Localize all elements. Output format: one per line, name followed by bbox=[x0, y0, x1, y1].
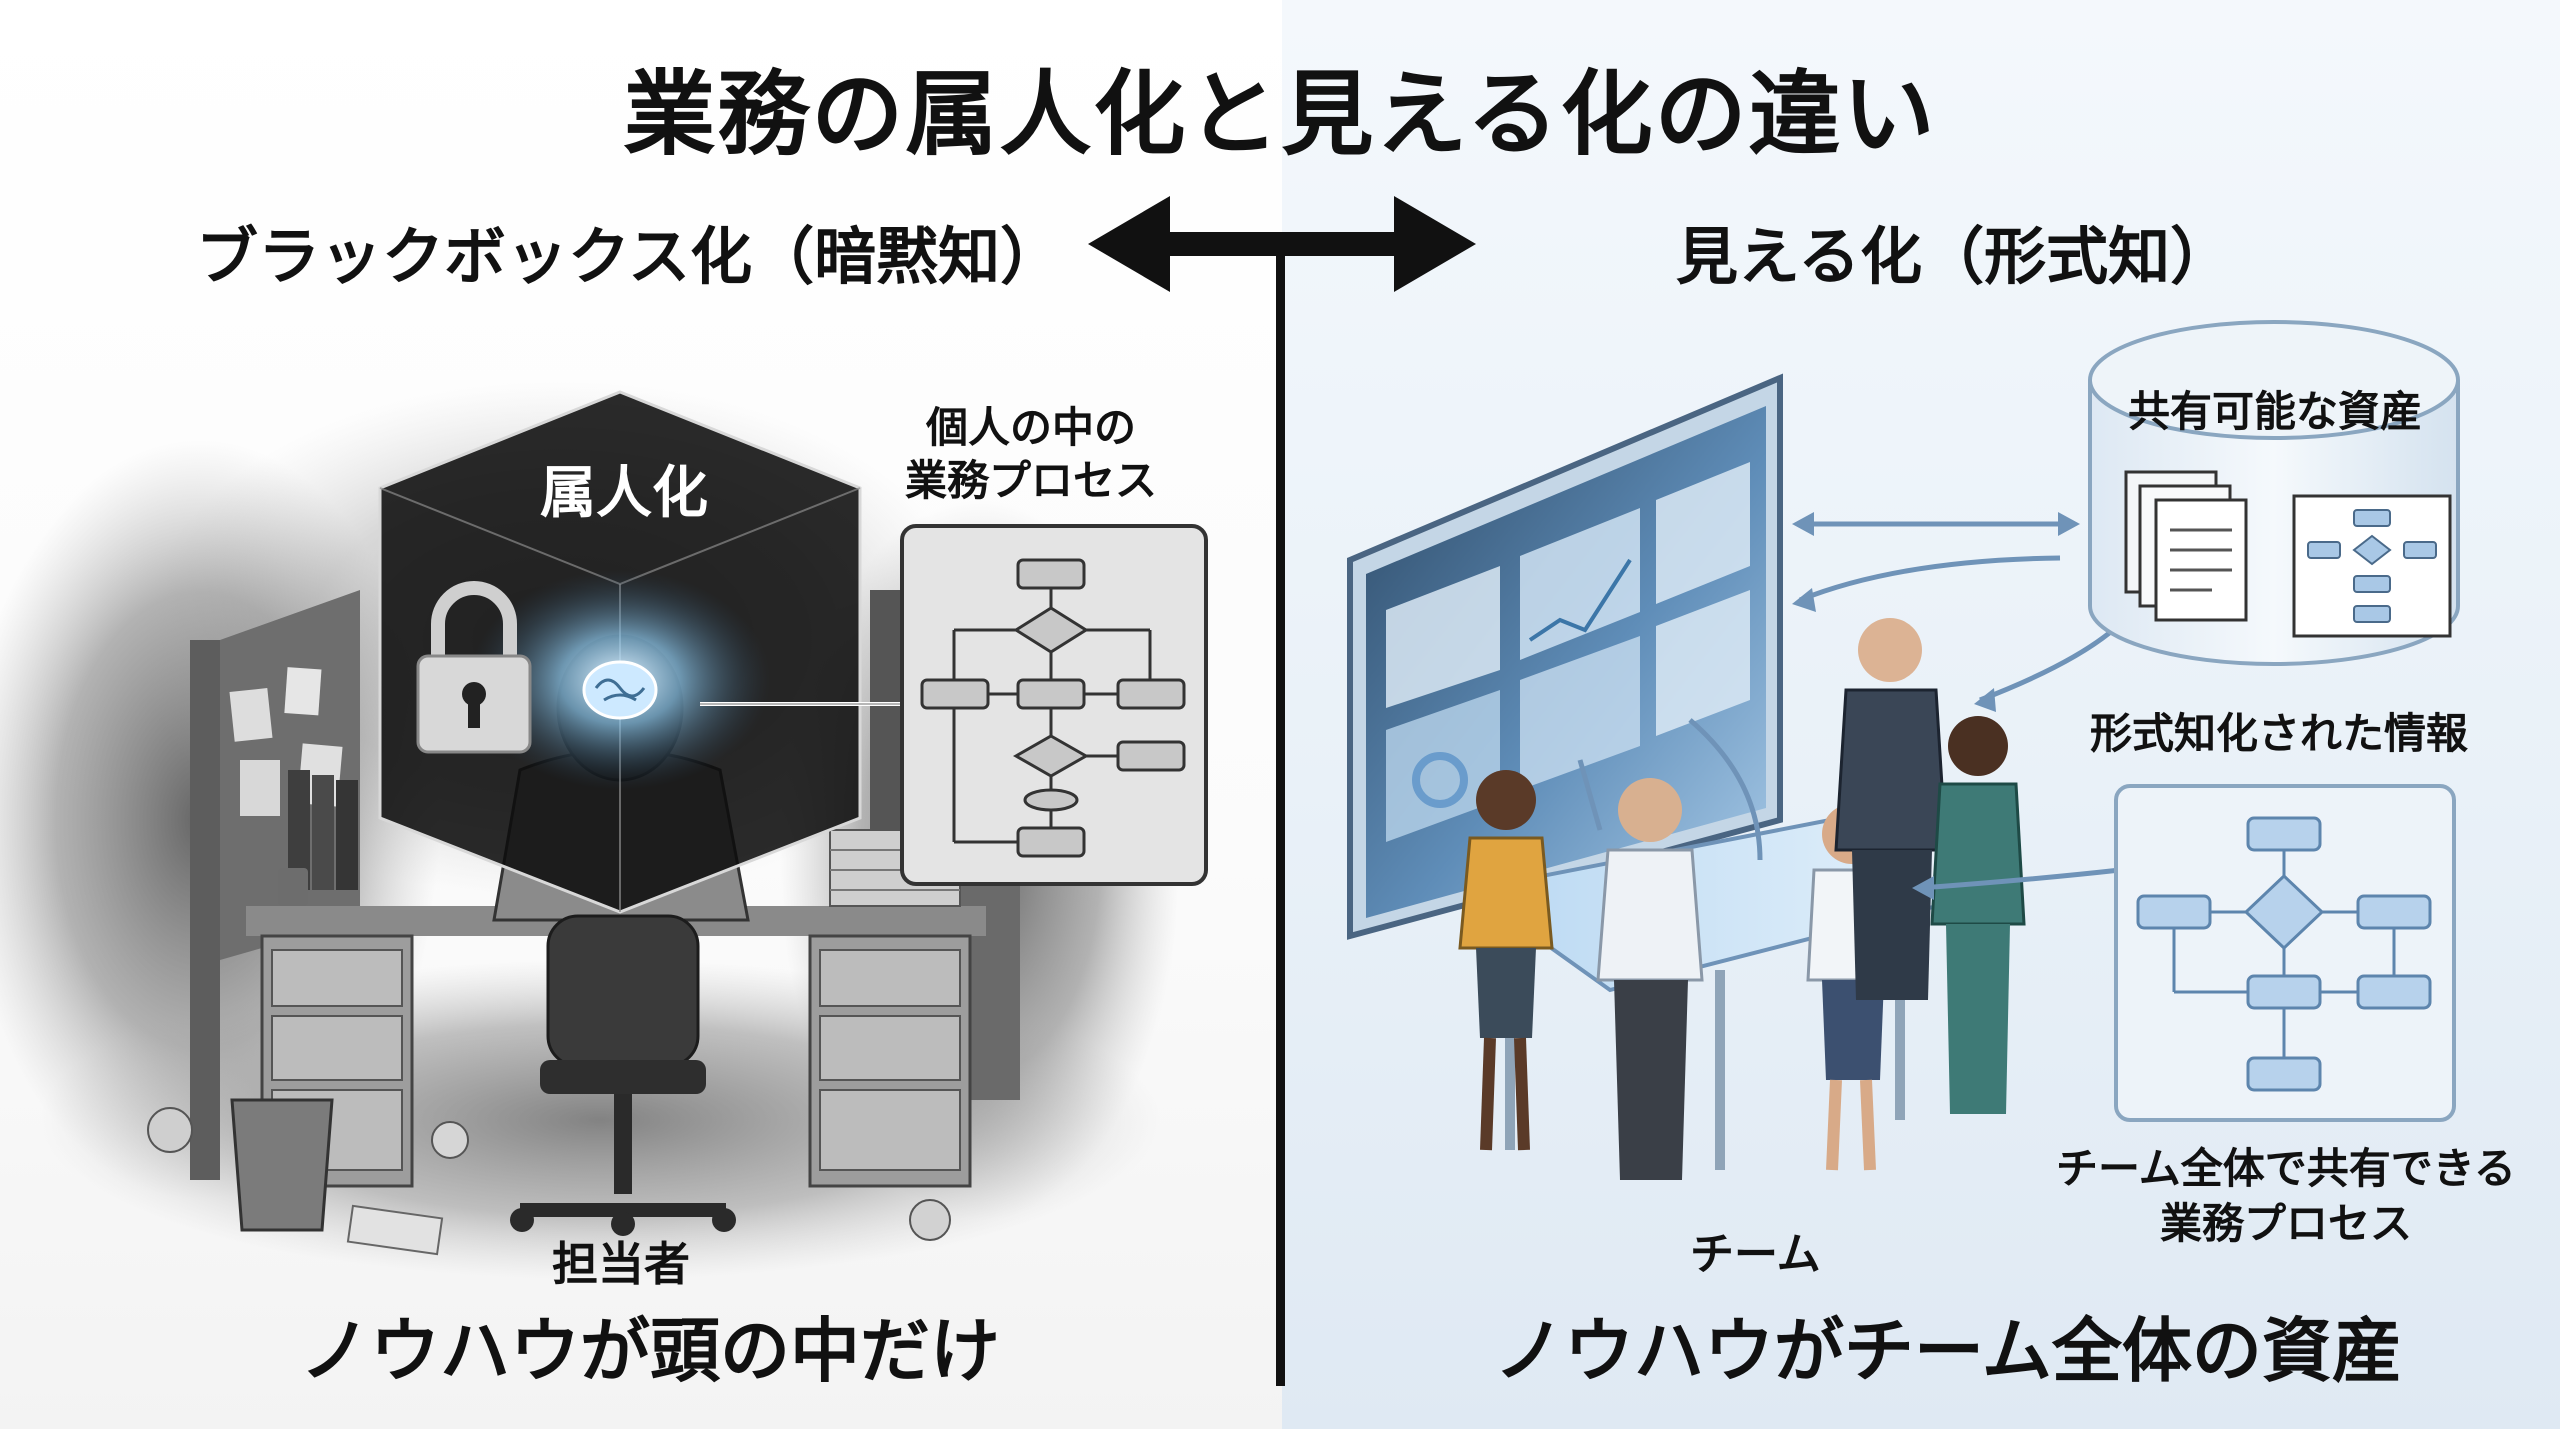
flow-arrows bbox=[1577, 521, 2143, 891]
mini-flowchart-icon bbox=[2292, 494, 2452, 638]
shared-process-label-line1: チーム全体で共有できる bbox=[2056, 1144, 2516, 1193]
right-caption: ノウハウがチーム全体の資産 bbox=[1494, 1310, 2402, 1392]
double-arrow-icon bbox=[1088, 196, 1476, 292]
personal-process-label-line2: 業務プロセス bbox=[905, 455, 1158, 505]
formal-info-label: 形式知化された情報 bbox=[2090, 709, 2469, 758]
brain-icon bbox=[582, 660, 658, 720]
document-icon bbox=[2124, 470, 2248, 622]
personal-process-label-line1: 個人の中の bbox=[926, 403, 1137, 452]
shared-process-label-line2: 業務プロセス bbox=[2159, 1198, 2412, 1248]
center-divider bbox=[1276, 246, 1285, 1386]
cylinder-label: 共有可能な資産 bbox=[2128, 387, 2423, 436]
lock-icon bbox=[416, 581, 532, 754]
left-caption: ノウハウが頭の中だけ bbox=[300, 1310, 1000, 1392]
right-heading: 見える化（形式知） bbox=[1676, 220, 2233, 293]
cube-label: 属人化 bbox=[540, 461, 708, 526]
page-title: 業務の属人化と見える化の違い bbox=[623, 61, 1937, 168]
blackbox-cube bbox=[378, 390, 862, 914]
arrow-heads bbox=[1792, 512, 2080, 900]
personal-process-label: 個人の中の 業務プロセス bbox=[905, 402, 1157, 507]
flowchart-icon bbox=[900, 524, 1208, 886]
shared-process-label: チーム全体で共有できる 業務プロセス bbox=[2056, 1142, 2516, 1251]
team-figures bbox=[1458, 618, 2026, 1180]
shared-process-flowchart bbox=[2114, 784, 2456, 1122]
team-label: チーム bbox=[1690, 1229, 1821, 1280]
person-label: 担当者 bbox=[552, 1237, 690, 1291]
left-heading: ブラックボックス化（暗黙知） bbox=[196, 220, 1063, 293]
